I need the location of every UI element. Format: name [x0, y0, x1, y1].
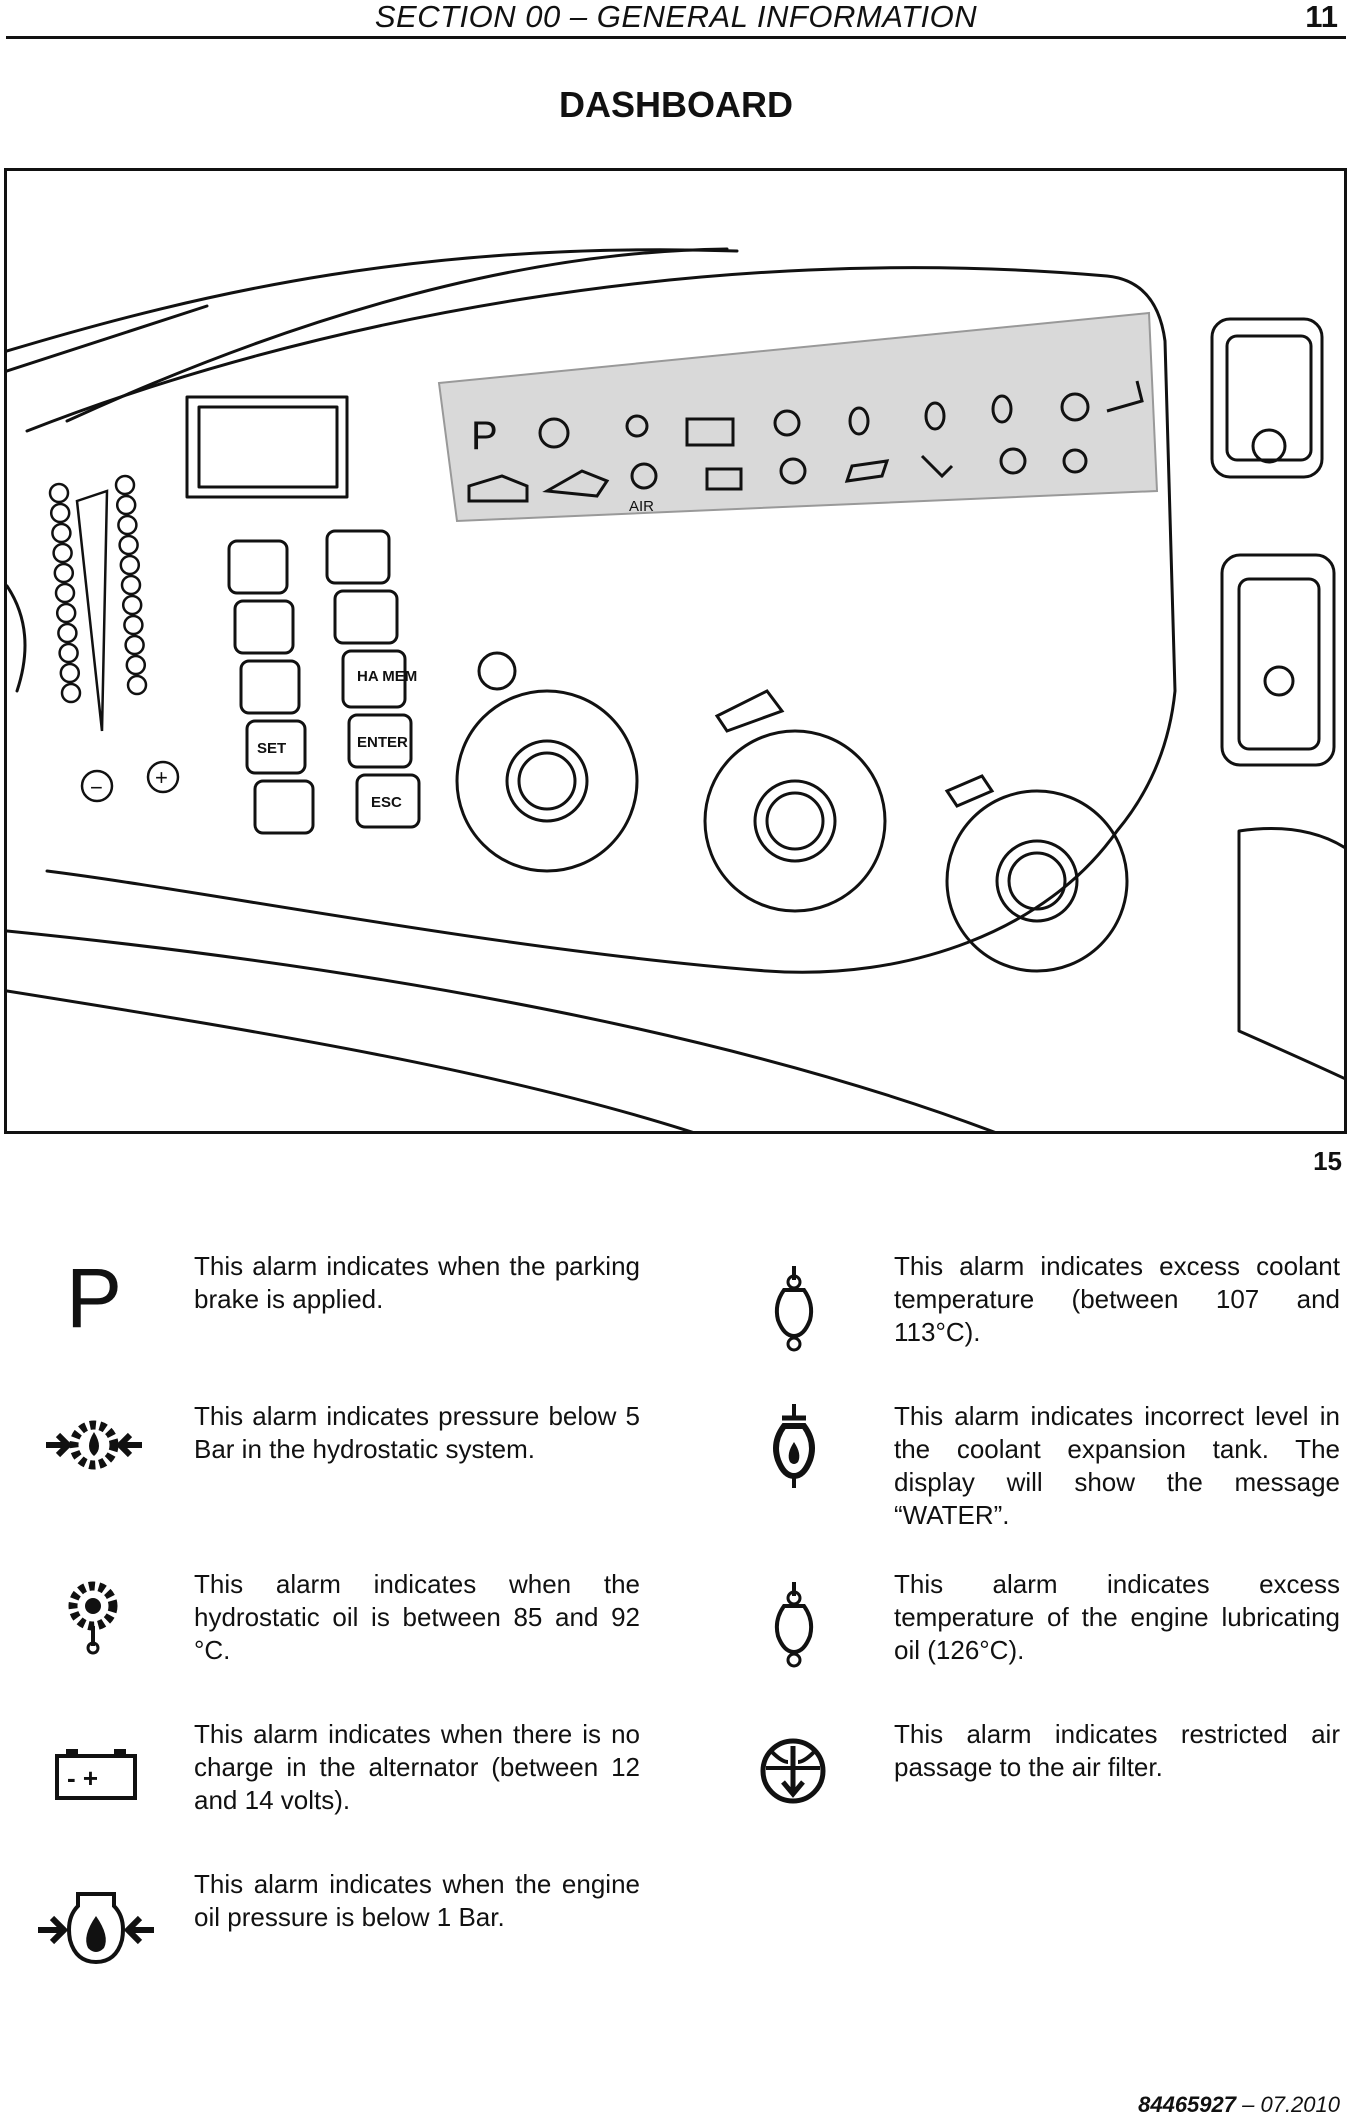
panel-lower-edge [7, 929, 996, 1131]
led-indicator [118, 534, 139, 556]
svg-text:- +: - + [67, 1763, 98, 1793]
enter-key-label: ENTER [357, 734, 408, 751]
led-indicator [52, 542, 73, 564]
dashboard-figure: P AIR − [4, 168, 1347, 1134]
air-label: AIR [629, 498, 654, 515]
page-title: DASHBOARD [559, 84, 793, 125]
led-indicator [55, 602, 77, 624]
warning-engine-oil-temp-icon [991, 394, 1013, 424]
led-indicator [114, 474, 136, 496]
minus-label: − [90, 775, 103, 800]
led-indicator [115, 494, 137, 516]
rotary-knobs [455, 428, 1295, 973]
esc-key-label: ESC [371, 794, 402, 811]
page-number: 11 [1305, 0, 1338, 34]
led-indicator [119, 554, 141, 576]
minus-button-icon [80, 769, 114, 803]
lcd-display [185, 395, 349, 499]
figure-number: 15 [1313, 1146, 1342, 1176]
alarm-description-hydrostatic-pressure: This alarm indicates pressure below 5 Ba… [194, 1401, 640, 1464]
parking-brake-icon: P [66, 1251, 123, 1345]
right-lower-housing [1237, 827, 1344, 1080]
alarm-description-engine-oil-pressure: This alarm indicates when the engine oil… [194, 1869, 640, 1932]
alarm-description-battery: This alarm indicates when there is no ch… [194, 1719, 640, 1815]
led-indicator [121, 594, 143, 616]
rotary-knob-2 [703, 729, 887, 913]
display-parking-P: P [471, 414, 498, 458]
warning-hydrostatic-pressure-icon [538, 417, 570, 449]
document-date: – 07.2010 [1242, 2092, 1340, 2117]
led-columns [48, 474, 180, 803]
led-indicator [48, 482, 70, 504]
document-number: 84465927 [1138, 2092, 1236, 2117]
plus-button-icon [146, 760, 180, 794]
led-indicator [124, 634, 145, 656]
led-indicator [125, 654, 147, 676]
warning-coolant-temp-icon [848, 406, 870, 436]
page-footer: 84465927 – 07.2010 [1138, 2092, 1340, 2118]
alarm-description-parking: This alarm indicates when the parking br… [194, 1251, 640, 1314]
led-indicator [117, 514, 138, 536]
alarm-description-engine-oil-temp: This alarm indicates excess temperature … [894, 1569, 1340, 1665]
warning-battery-icon [685, 417, 735, 447]
page-header: SECTION 00 – GENERAL INFORMATION 11 [6, 0, 1346, 39]
led-indicator [60, 682, 82, 704]
alarm-description-hydrostatic-oil: This alarm indicates when the hydrostati… [194, 1569, 640, 1665]
right-switch-housing-1 [1210, 317, 1324, 479]
alarm-description-air-filter: This alarm indicates restricted air pass… [894, 1719, 1340, 1782]
air-filter-icon [760, 1738, 826, 1804]
coolant-temperature-icon [774, 1266, 814, 1352]
led-indicator [57, 622, 78, 644]
coolant-level-icon [773, 1404, 815, 1488]
plus-label: + [155, 765, 168, 790]
led-indicator [123, 614, 144, 636]
dashboard-drawing: P AIR − [7, 247, 1344, 1131]
alarm-description-coolant-level: This alarm indicates incorrect level in … [894, 1401, 1340, 1530]
led-indicator [126, 674, 148, 696]
led-indicator [120, 574, 142, 596]
warning-air-filter-icon [1060, 392, 1090, 422]
led-indicator [59, 662, 81, 684]
led-indicator [54, 582, 76, 604]
rotary-knob-3 [945, 789, 1129, 973]
alarm-description-coolant-temp: This alarm indicates excess coolant temp… [894, 1251, 1340, 1347]
visor-outline-2 [65, 247, 729, 423]
warning-coolant-level-icon [924, 401, 946, 431]
panel-outline [25, 266, 1177, 974]
hydrostatic-oil-temp-icon [68, 1581, 118, 1655]
section-title: SECTION 00 – GENERAL INFORMATION [374, 0, 978, 34]
engine-oil-temperature-icon [774, 1582, 814, 1668]
battery-icon: - + [55, 1749, 137, 1800]
warning-hydrostatic-temp-icon [625, 414, 649, 438]
rotary-knob-1 [455, 689, 639, 873]
ha-mem-key-label: HA MEM [357, 668, 417, 685]
led-indicator [58, 642, 79, 664]
led-indicator [49, 502, 71, 524]
led-indicator [51, 522, 72, 544]
keypad [227, 529, 421, 835]
warning-engine-oil-icon [773, 409, 801, 437]
engine-oil-pressure-icon [38, 1892, 154, 1965]
led-indicator [53, 562, 75, 584]
hydrostatic-pressure-icon [46, 1420, 142, 1470]
set-key-label: SET [257, 740, 286, 757]
visor-outline [7, 248, 739, 353]
right-switch-housing-2 [1220, 553, 1336, 767]
